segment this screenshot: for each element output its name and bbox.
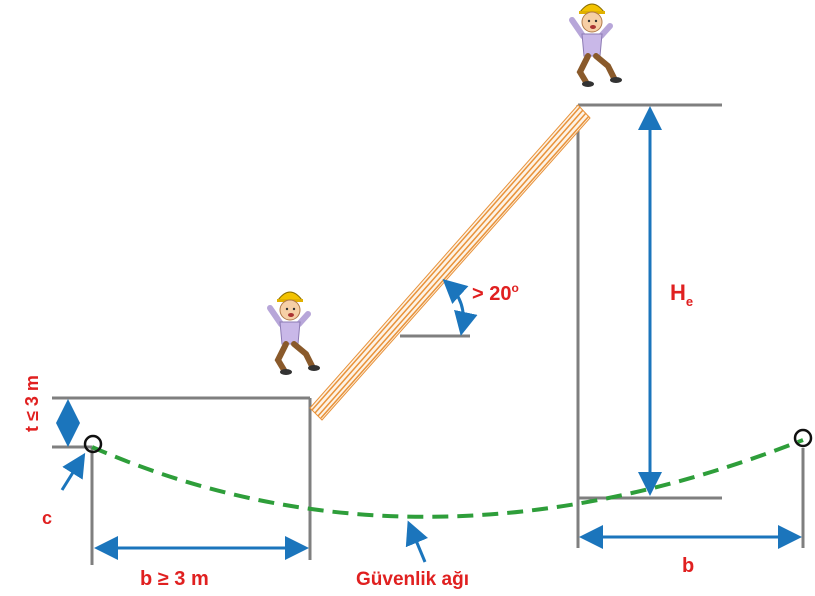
dimensions bbox=[56, 106, 802, 563]
c-pointer-arrow bbox=[60, 452, 86, 491]
angle-degree-label: o bbox=[511, 281, 518, 295]
falling-worker-icon bbox=[572, 4, 622, 87]
safety-net-curve bbox=[91, 438, 804, 519]
he-subscript: e bbox=[686, 294, 693, 309]
b-right-label: b bbox=[682, 555, 694, 577]
structure bbox=[52, 103, 805, 565]
right-anchor-ring bbox=[793, 428, 813, 448]
angle-arc-arrow bbox=[442, 278, 478, 336]
net-label: Güvenlik ağı bbox=[356, 569, 469, 590]
falling-worker-icon bbox=[270, 292, 320, 375]
inclined-roof bbox=[309, 104, 591, 421]
c-label: c bbox=[42, 508, 52, 528]
b-min-label: b ≥ 3 m bbox=[140, 568, 209, 590]
left-anchor-ring bbox=[83, 434, 103, 454]
net-pointer-arrow bbox=[405, 520, 428, 563]
angle-label: > 20o bbox=[472, 281, 519, 305]
t-limit-label: t ≤ 3 m bbox=[22, 375, 42, 432]
he-label: He bbox=[670, 280, 693, 309]
